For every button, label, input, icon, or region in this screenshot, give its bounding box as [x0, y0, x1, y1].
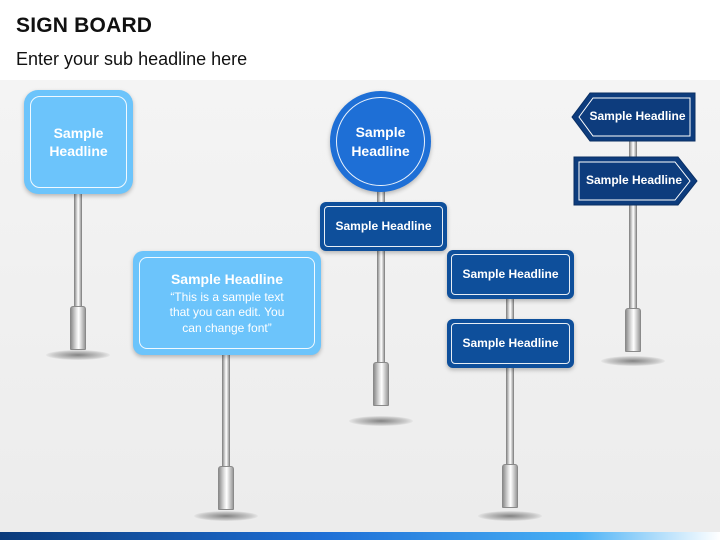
circle-sign-border: [336, 97, 425, 186]
arrow-left-sign[interactable]: [570, 90, 700, 144]
text-board-headline: Sample Headline: [170, 270, 284, 287]
page-title: SIGN BOARD: [16, 14, 153, 37]
sign-pole-base: [373, 362, 389, 406]
text-board-sign[interactable]: Sample Headline “This is a sample text t…: [133, 251, 321, 355]
arrow-right-sign[interactable]: [570, 154, 700, 208]
page-subtitle: Enter your sub headline here: [16, 49, 248, 69]
footer-accent-bar: [0, 532, 720, 540]
sign-pole: [629, 140, 637, 312]
arrow-left-shape: [571, 92, 696, 142]
circle-sign[interactable]: Sample Headline: [330, 91, 431, 192]
sign-pole-base: [502, 464, 518, 508]
arrow-right-text-wrap: Sample Headline: [574, 157, 694, 205]
sign-pole: [506, 298, 514, 468]
sign-post-shadow: [349, 416, 413, 426]
circle-plate-sign[interactable]: Sample Headline: [320, 202, 447, 251]
square-sign-text: Sample Headline: [49, 124, 108, 159]
square-sign[interactable]: Sample Headline: [24, 90, 133, 194]
double-bottom-border: [451, 323, 570, 364]
square-sign-border: [30, 96, 127, 188]
sign-pole: [222, 352, 230, 470]
sign-pole: [74, 192, 82, 308]
sign-pole-base: [70, 306, 86, 350]
arrow-left-text-wrap: Sample Headline: [580, 93, 695, 141]
circle-sign-text: Sample Headline: [351, 124, 410, 159]
arrow-left-text: Sample Headline: [589, 109, 686, 124]
sign-post-shadow: [478, 511, 542, 521]
double-top-text: Sample Headline: [462, 266, 559, 281]
circle-plate-text: Sample Headline: [335, 218, 432, 233]
sign-post-shadow: [601, 356, 665, 366]
circle-plate-border: [324, 206, 443, 247]
sign-post-shadow: [194, 511, 258, 521]
arrow-right-border: [578, 161, 691, 201]
double-bottom-sign[interactable]: Sample Headline: [447, 319, 574, 368]
sign-pole: [377, 186, 385, 366]
text-board-sign-border: [139, 257, 315, 349]
sign-pole-base: [218, 466, 234, 510]
sign-post-shadow: [46, 350, 110, 360]
double-top-border: [451, 254, 570, 295]
text-board-body: “This is a sample text that you can edit…: [169, 289, 285, 335]
arrow-right-text: Sample Headline: [585, 173, 683, 188]
arrow-right-shape: [573, 156, 698, 206]
arrow-left-border: [578, 97, 691, 137]
sign-pole-base: [625, 308, 641, 352]
double-top-sign[interactable]: Sample Headline: [447, 250, 574, 299]
double-bottom-text: Sample Headline: [462, 335, 559, 350]
